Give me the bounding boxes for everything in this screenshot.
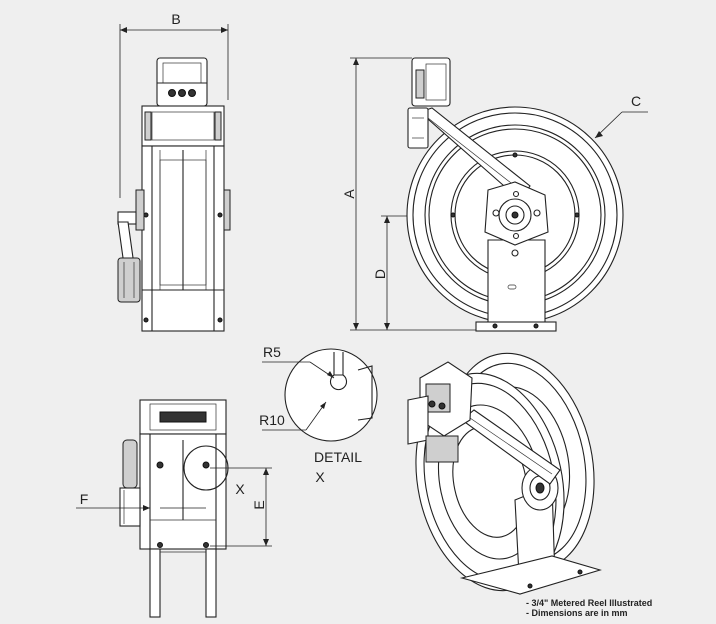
side-view: A D C <box>341 57 648 332</box>
front-view: B <box>117 11 231 332</box>
radius-label-r10: R10 <box>259 412 285 428</box>
note-metered-reel: - 3/4" Metered Reel Illustrated <box>526 598 653 608</box>
detail-subtitle: X <box>315 469 325 485</box>
dimension-label-e: E <box>251 500 267 509</box>
note-units: - Dimensions are in mm <box>526 608 628 618</box>
dimension-label-x: X <box>235 481 245 497</box>
dimension-label-d: D <box>372 269 388 279</box>
dimension-label-a: A <box>341 189 357 199</box>
detail-title: DETAIL <box>314 449 362 465</box>
dimension-label-c: C <box>631 93 641 109</box>
rear-view: F E X <box>76 399 272 618</box>
detail-x-view: R5 R10 DETAIL X <box>259 344 378 485</box>
dimension-label-b: B <box>171 11 180 27</box>
dimension-label-f: F <box>80 491 89 507</box>
isometric-view <box>407 352 602 595</box>
radius-label-r5: R5 <box>263 344 281 360</box>
drawing-notes: - 3/4" Metered Reel Illustrated - Dimens… <box>526 598 652 618</box>
